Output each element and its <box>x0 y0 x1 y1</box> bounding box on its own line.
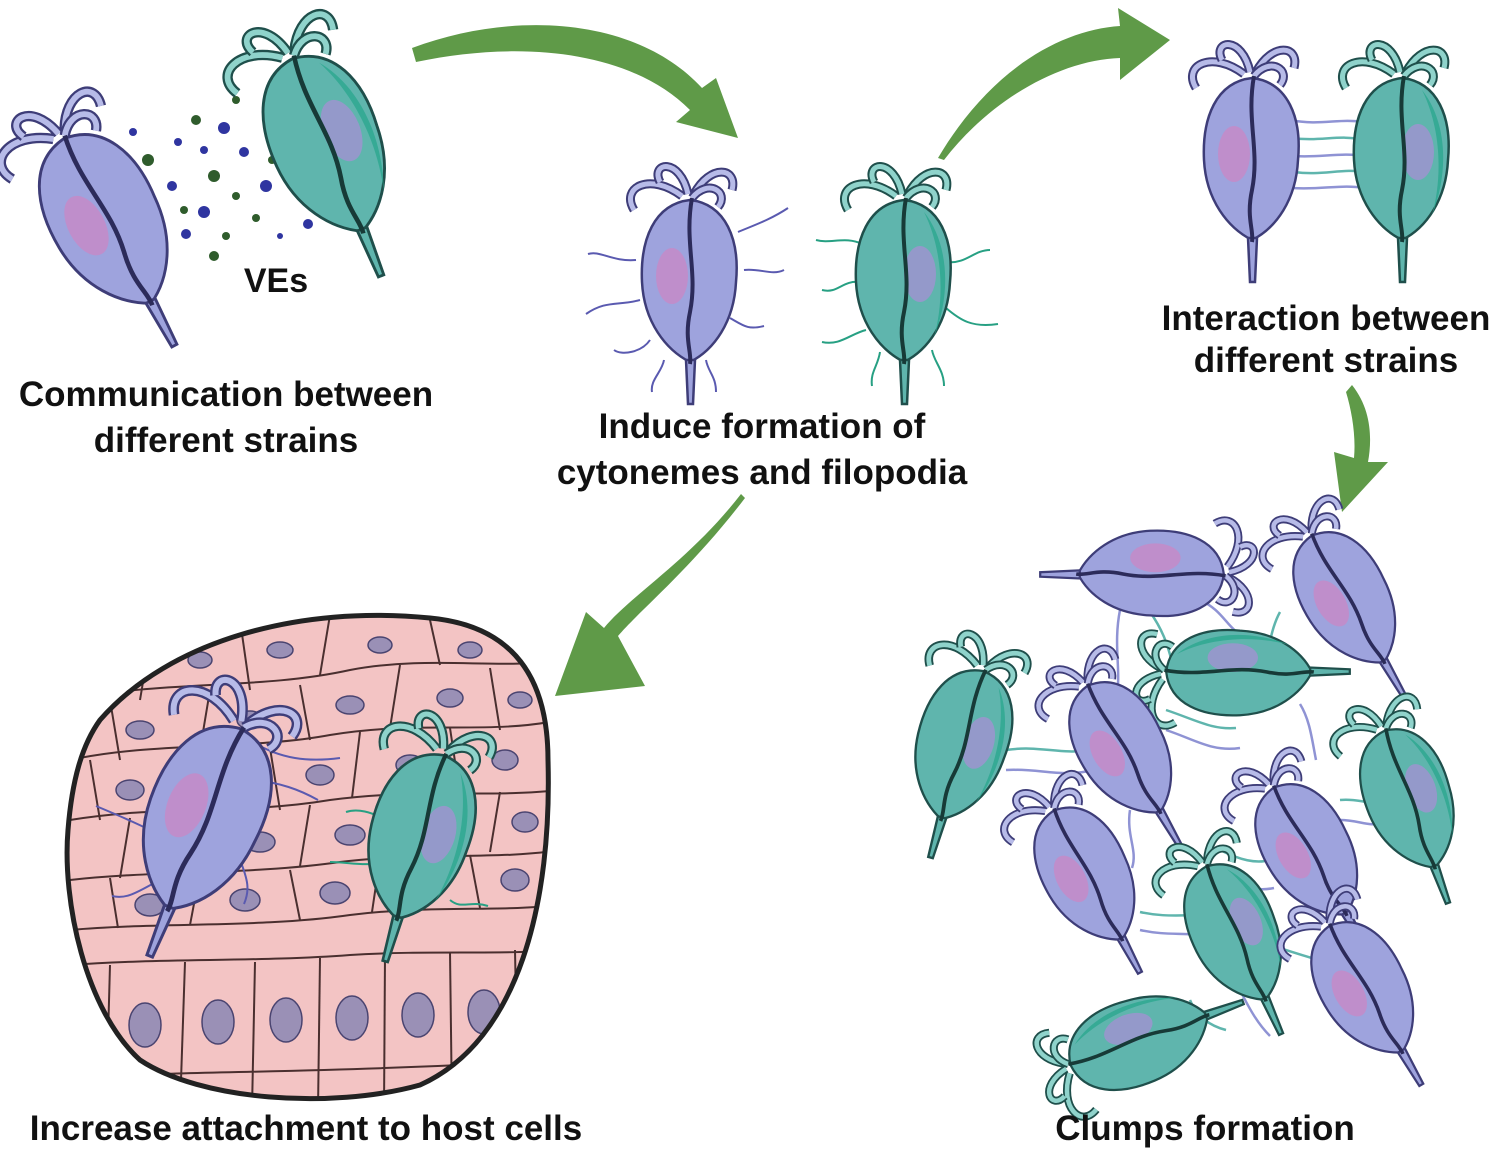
strain-a-cell-cytonemes <box>630 167 736 404</box>
attachment-caption: Increase attachment to host cells <box>30 1109 582 1148</box>
clump-cell-b-2 <box>876 625 1035 870</box>
ves-label: VEs <box>244 262 308 300</box>
arrow-interaction-to-clumps <box>1334 385 1388 512</box>
communication-caption-line1: Communication between <box>19 375 433 414</box>
strain-a-cell <box>0 80 221 378</box>
communication-caption-line2: different strains <box>94 421 359 460</box>
cytonemes <box>585 207 789 393</box>
panel-induce: Induce formation of cytonemes and filopo… <box>557 167 999 492</box>
interaction-caption-line1: Interaction between <box>1162 299 1491 338</box>
panel-clumps: Clumps formation <box>876 489 1487 1148</box>
interaction-caption-line2: different strains <box>1194 341 1459 380</box>
induce-caption-line1: Induce formation of <box>599 407 926 446</box>
host-tissue-outline <box>64 612 551 1102</box>
clumps-caption: Clumps formation <box>1055 1109 1354 1148</box>
vesicle-cloud <box>129 96 343 261</box>
arrow-induce-to-attachment <box>555 494 745 696</box>
panel-interaction: Interaction between different strains <box>1162 45 1491 380</box>
arrow-induce-to-interaction <box>938 8 1170 160</box>
panel-communication: VEs Communication between different stra… <box>0 3 433 460</box>
strain-b-cell-interacting <box>1342 45 1448 282</box>
strain-b-cell-filopodia <box>844 167 950 404</box>
panel-attachment: Increase attachment to host cells <box>30 612 582 1148</box>
strain-a-cell-interacting <box>1192 45 1298 282</box>
induce-caption-line2: cytonemes and filopodia <box>557 453 968 492</box>
arrow-communication-to-induce <box>412 25 738 139</box>
clump-cell-a-1 <box>1040 520 1254 616</box>
host-tissue <box>67 615 549 1099</box>
clump-cell-a-6 <box>1268 879 1458 1112</box>
